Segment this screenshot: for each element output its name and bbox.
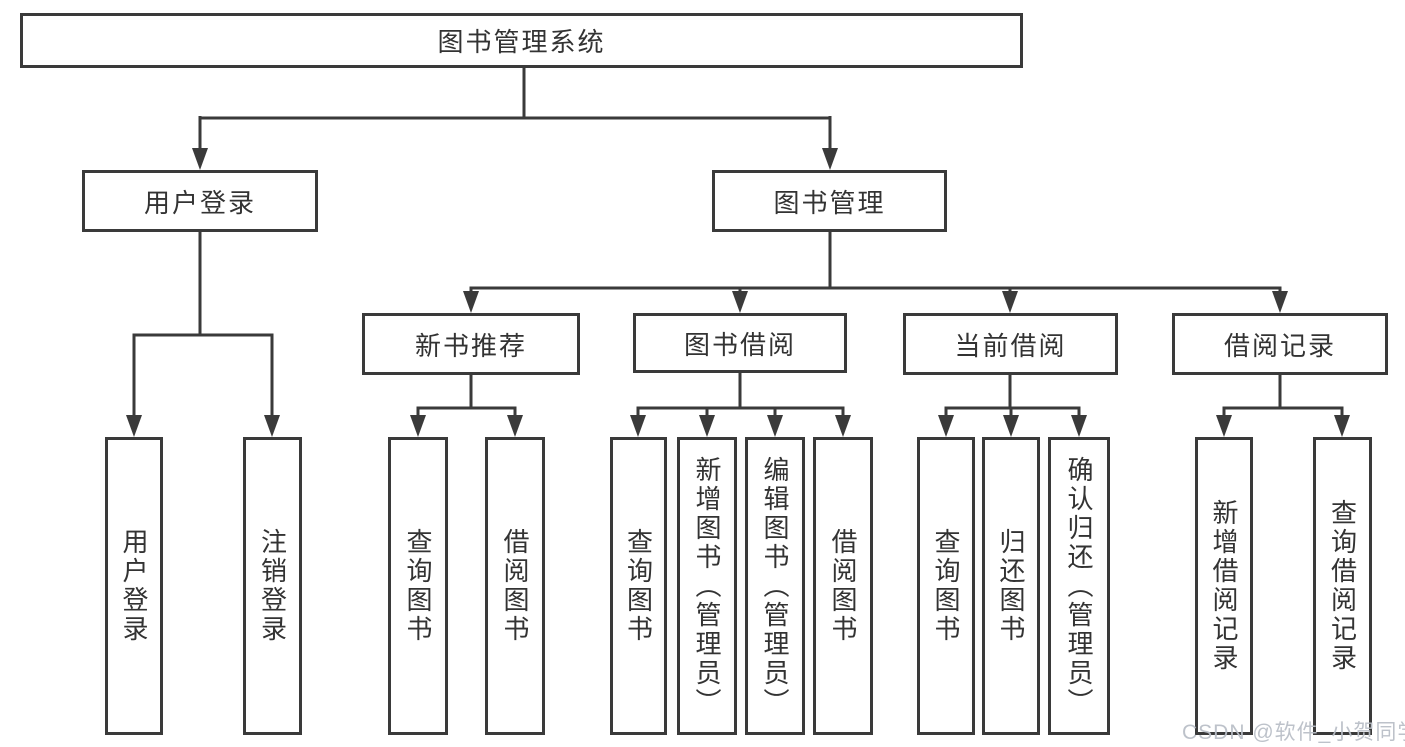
leaf-records-add-label: 新增借阅记录 (1209, 499, 1239, 673)
leaf-borrow-query-label: 查询图书 (623, 528, 654, 644)
node-root: 图书管理系统 (20, 13, 1023, 68)
leaf-newbook-query-label: 查询图书 (403, 528, 433, 644)
leaf-records-add: 新增借阅记录 (1195, 437, 1253, 735)
node-user-login: 用户登录 (82, 170, 318, 232)
node-new-book-recommend: 新书推荐 (362, 313, 580, 375)
node-book-management-label: 图书管理 (773, 187, 886, 218)
node-book-borrow-label: 图书借阅 (683, 329, 796, 360)
node-book-borrow: 图书借阅 (633, 313, 847, 373)
leaf-borrow-edit-admin-label: 编辑图书（管理员） (760, 455, 790, 717)
leaf-logout-label: 注销登录 (257, 528, 288, 644)
leaf-borrow-add-admin-label: 新增图书（管理员） (692, 455, 722, 717)
leaf-borrow-book-label: 借阅图书 (828, 528, 858, 644)
leaf-records-query-label: 查询借阅记录 (1327, 499, 1358, 673)
node-user-login-label: 用户登录 (143, 187, 256, 218)
leaf-current-confirm-admin-label: 确认归还（管理员） (1064, 455, 1094, 717)
node-borrow-records: 借阅记录 (1172, 313, 1388, 375)
leaf-newbook-query: 查询图书 (388, 437, 448, 735)
csdn-watermark: CSDN @软件_小贺同学 (1182, 721, 1405, 744)
leaf-current-confirm-admin: 确认归还（管理员） (1048, 437, 1110, 735)
leaf-current-query-label: 查询图书 (931, 528, 961, 644)
leaf-logout: 注销登录 (243, 437, 302, 735)
leaf-current-query: 查询图书 (917, 437, 975, 735)
node-book-management: 图书管理 (712, 170, 947, 232)
leaf-newbook-borrow-label: 借阅图书 (500, 528, 530, 644)
leaf-newbook-borrow: 借阅图书 (485, 437, 545, 735)
node-root-label: 图书管理系统 (437, 27, 606, 57)
node-current-borrow-label: 当前借阅 (954, 330, 1067, 361)
node-borrow-records-label: 借阅记录 (1223, 330, 1336, 361)
leaf-borrow-edit-admin: 编辑图书（管理员） (745, 437, 805, 735)
leaf-user-login: 用户登录 (105, 437, 163, 735)
leaf-current-return: 归还图书 (982, 437, 1040, 735)
node-current-borrow: 当前借阅 (903, 313, 1118, 375)
node-new-book-recommend-label: 新书推荐 (414, 330, 527, 361)
leaf-user-login-label: 用户登录 (119, 528, 149, 644)
leaf-records-query: 查询借阅记录 (1313, 437, 1372, 735)
leaf-borrow-add-admin: 新增图书（管理员） (677, 437, 737, 735)
leaf-borrow-query: 查询图书 (610, 437, 667, 735)
leaf-current-return-label: 归还图书 (996, 528, 1026, 644)
leaf-borrow-book: 借阅图书 (813, 437, 873, 735)
